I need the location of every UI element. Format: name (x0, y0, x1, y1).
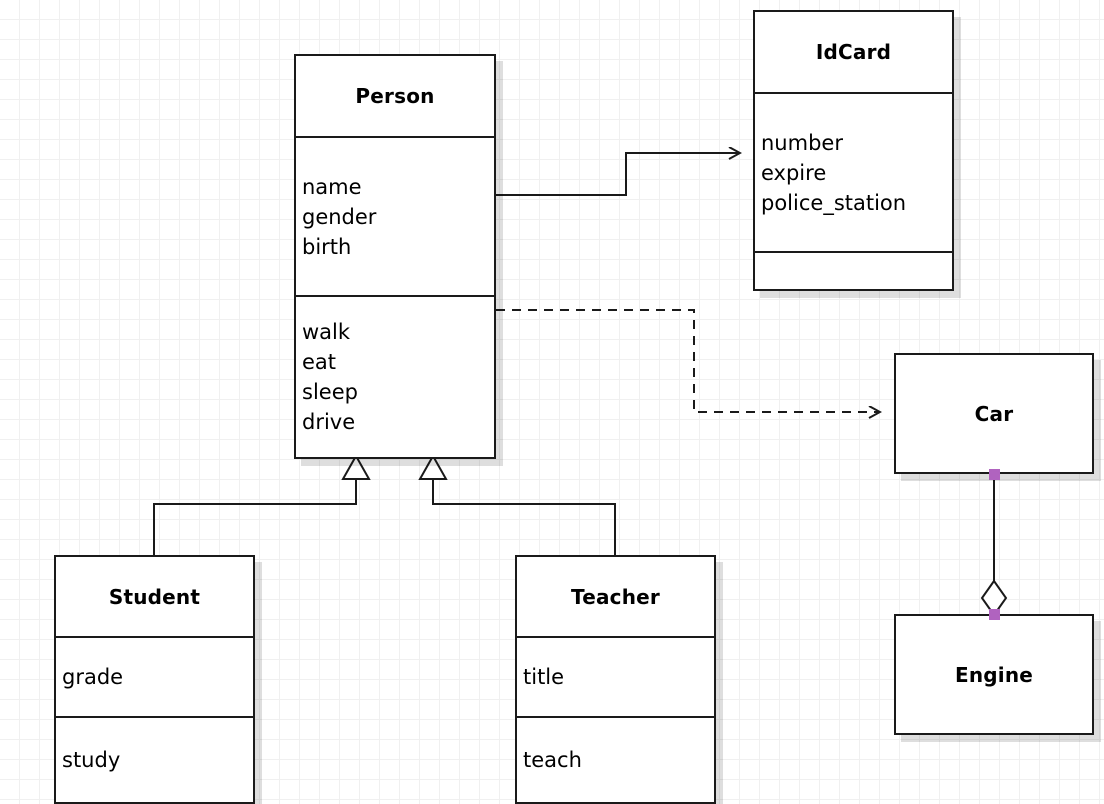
operation-item: study (62, 748, 121, 772)
attribute-item: title (523, 665, 565, 689)
attributes-compartment-idcard: number expire police_station (755, 92, 952, 251)
operation-item: eat (302, 350, 337, 374)
class-box-engine[interactable]: Engine (894, 614, 1094, 735)
class-name-car: Car (974, 401, 1014, 426)
edge-person-idcard (496, 153, 740, 196)
edge-car-engine (980, 474, 1008, 617)
class-name-engine: Engine (954, 662, 1034, 687)
class-name-person: Person (355, 84, 435, 108)
attribute-item: grade (62, 665, 124, 689)
operation-item: teach (523, 748, 582, 772)
edge-handle-car-end[interactable] (989, 469, 1000, 480)
class-box-teacher[interactable]: Teacher title teach (515, 555, 716, 804)
operation-item: drive (302, 410, 356, 434)
operations-compartment-person: walk eat sleep drive (296, 295, 494, 457)
class-name-compartment-car: Car (896, 355, 1092, 472)
attributes-compartment-person: name gender birth (296, 136, 494, 295)
class-box-student[interactable]: Student grade study (54, 555, 255, 804)
edge-person-car (496, 309, 880, 412)
class-name-student: Student (108, 584, 201, 609)
operation-item: walk (302, 320, 351, 344)
edge-handle-engine-end[interactable] (989, 609, 1000, 620)
class-name-idcard: IdCard (815, 40, 892, 64)
class-box-car[interactable]: Car (894, 353, 1094, 474)
operation-item: sleep (302, 380, 358, 404)
attribute-item: expire (761, 160, 827, 185)
attribute-item: police_station (761, 190, 907, 215)
operations-compartment-idcard (755, 251, 952, 289)
edge-student-person (153, 453, 371, 556)
class-name-teacher: Teacher (571, 584, 660, 609)
operations-compartment-teacher: teach (517, 716, 714, 802)
attribute-item: gender (302, 204, 377, 229)
attributes-compartment-student: grade (56, 636, 253, 716)
class-name-compartment-student: Student (56, 557, 253, 636)
class-box-person[interactable]: Person name gender birth walk eat sleep … (294, 54, 496, 459)
attribute-item: name (302, 174, 362, 199)
class-name-compartment-teacher: Teacher (517, 557, 714, 636)
class-name-compartment-person: Person (296, 56, 494, 136)
class-name-compartment-engine: Engine (896, 616, 1092, 733)
operations-compartment-student: study (56, 716, 253, 802)
class-box-idcard[interactable]: IdCard number expire police_station (753, 10, 954, 291)
attributes-compartment-teacher: title (517, 636, 714, 716)
class-name-compartment-idcard: IdCard (755, 12, 952, 92)
attribute-item: birth (302, 234, 352, 259)
edge-teacher-person (418, 453, 616, 556)
attribute-item: number (761, 130, 843, 155)
